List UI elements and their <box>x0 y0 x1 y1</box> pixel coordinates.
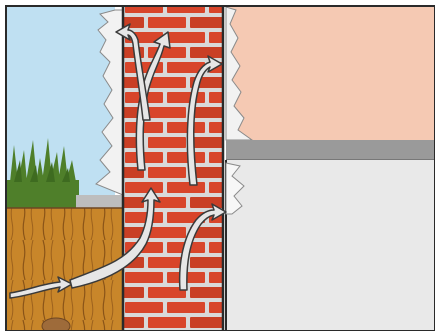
stone <box>42 318 70 331</box>
lower-plaster-wall <box>226 160 435 331</box>
paving-strip <box>76 195 123 209</box>
floor-ledge <box>226 140 435 160</box>
upper-plaster-wall <box>226 7 435 142</box>
